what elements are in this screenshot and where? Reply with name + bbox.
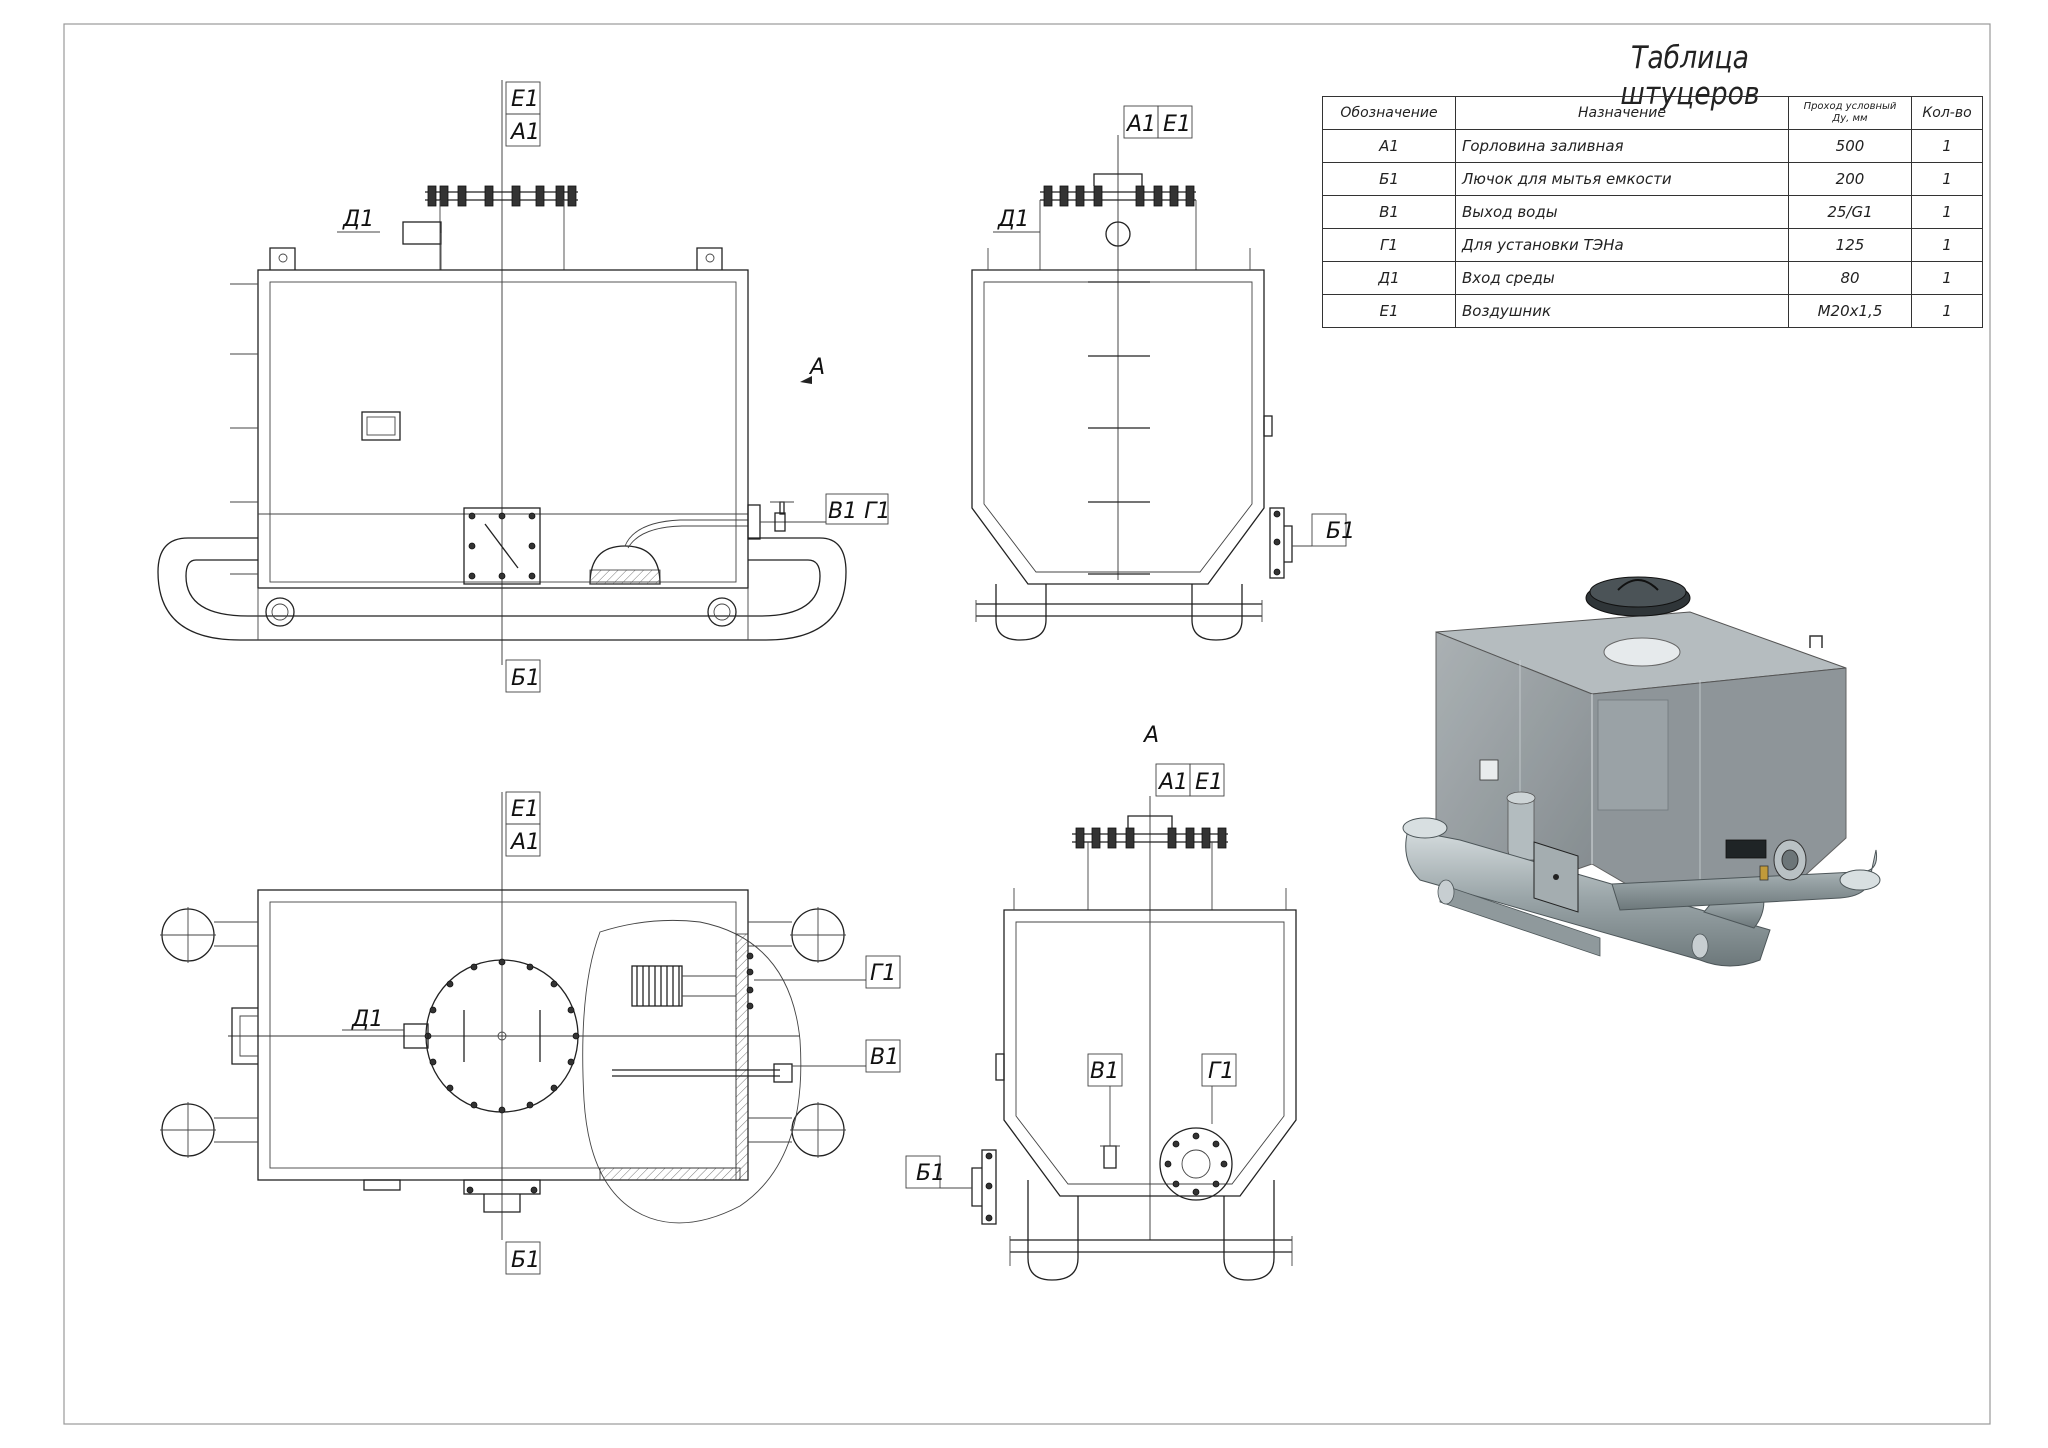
- front-label-a1: А1: [509, 120, 540, 145]
- view-a-label-g1: Г1: [1208, 1059, 1234, 1084]
- cell-dn: 500: [1788, 129, 1912, 163]
- table-row: Е1 Воздушник M20x1,5 1: [1322, 294, 1983, 328]
- cell-qty: 1: [1911, 195, 1983, 229]
- side-label-a1e1: А1 Е1: [1125, 112, 1191, 137]
- sheet-frame: [63, 23, 1991, 1425]
- cell-purpose: Воздушник: [1455, 294, 1789, 328]
- front-label-b1: Б1: [511, 666, 540, 691]
- plan-label-d1: Д1: [351, 1007, 383, 1032]
- table-row: В1 Выход воды 25/G1 1: [1322, 195, 1983, 229]
- cell-dn: M20x1,5: [1788, 294, 1912, 328]
- table-row: А1 Горловина заливная 500 1: [1322, 129, 1983, 163]
- cell-purpose: Лючок для мытья емкости: [1455, 162, 1789, 196]
- table-row: Д1 Вход среды 80 1: [1322, 261, 1983, 295]
- cell-qty: 1: [1911, 162, 1983, 196]
- fittings-table: Обозначение Назначение Проход условный Д…: [1322, 96, 1983, 328]
- plan-label-g1: Г1: [870, 961, 896, 986]
- cell-dn: 25/G1: [1788, 195, 1912, 229]
- heater-coil: [631, 965, 736, 1007]
- front-label-e1: Е1: [511, 87, 539, 112]
- cell-designation: Г1: [1322, 228, 1456, 262]
- view-a: А А1 Е1 В1 Г1: [905, 723, 1297, 1281]
- header-purpose: Назначение: [1455, 96, 1789, 130]
- plan-view: Е1 А1: [160, 791, 901, 1275]
- header-designation: Обозначение: [1322, 96, 1456, 130]
- front-label-view-a: А: [808, 355, 825, 380]
- front-view: Е1 А1 Д1: [157, 80, 890, 693]
- front-label-d1: Д1: [342, 207, 374, 232]
- cell-qty: 1: [1911, 228, 1983, 262]
- cell-qty: 1: [1911, 129, 1983, 163]
- side-label-b1: Б1: [1326, 519, 1355, 544]
- manhole-bolts: [424, 958, 580, 1114]
- isometric-3d-view: [1402, 576, 1881, 967]
- cell-purpose: Вход среды: [1455, 261, 1789, 295]
- cell-qty: 1: [1911, 294, 1983, 328]
- table-row: Г1 Для установки ТЭНа 125 1: [1322, 228, 1983, 262]
- view-a-label-a1e1: А1 Е1: [1157, 770, 1223, 795]
- view-a-label-v1: В1: [1090, 1059, 1119, 1084]
- table-row: Б1 Лючок для мытья емкости 200 1: [1322, 162, 1983, 196]
- view-a-title: А: [1142, 723, 1159, 748]
- cell-purpose: Горловина заливная: [1455, 129, 1789, 163]
- cell-qty: 1: [1911, 261, 1983, 295]
- plan-label-b1: Б1: [511, 1248, 540, 1273]
- table-header-row: Обозначение Назначение Проход условный Д…: [1322, 96, 1983, 130]
- cell-purpose: Выход воды: [1455, 195, 1789, 229]
- plan-label-v1: В1: [870, 1045, 899, 1070]
- side-view: А1 Е1 Д1 Б1: [971, 105, 1355, 641]
- side-label-d1: Д1: [997, 207, 1029, 232]
- front-label-v1g1: В1 Г1: [828, 499, 890, 524]
- cell-designation: В1: [1322, 195, 1456, 229]
- cell-dn: 125: [1788, 228, 1912, 262]
- cell-designation: Е1: [1322, 294, 1456, 328]
- view-a-label-b1: Б1: [916, 1161, 945, 1186]
- header-quantity: Кол-во: [1911, 96, 1983, 130]
- plan-label-a1: А1: [509, 830, 540, 855]
- flange-bolts: [427, 185, 577, 207]
- cell-purpose: Для установки ТЭНа: [1455, 228, 1789, 262]
- cell-dn: 80: [1788, 261, 1912, 295]
- cell-designation: Д1: [1322, 261, 1456, 295]
- header-nominal-bore-line1: Проход условный: [1803, 101, 1897, 112]
- header-nominal-bore-line2: Ду, мм: [1832, 113, 1868, 124]
- header-nominal-bore: Проход условный Ду, мм: [1788, 96, 1912, 130]
- cell-designation: А1: [1322, 129, 1456, 163]
- plan-label-e1: Е1: [511, 797, 539, 822]
- cell-designation: Б1: [1322, 162, 1456, 196]
- cell-dn: 200: [1788, 162, 1912, 196]
